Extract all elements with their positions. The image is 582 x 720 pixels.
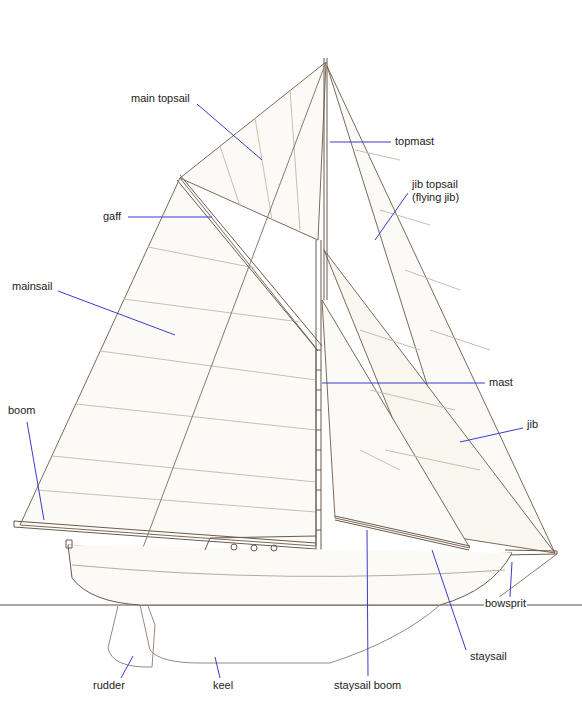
topmast-spar [324, 58, 327, 300]
part-label: rudder [92, 679, 126, 692]
part-label: mast [488, 376, 514, 389]
leader-line [27, 422, 44, 520]
part-label: bowsprit [484, 597, 527, 610]
leader-line [215, 657, 220, 678]
leader-line [375, 193, 408, 240]
topsail-seams [220, 90, 300, 230]
leader-line [128, 217, 212, 218]
part-label: staysail [469, 650, 508, 663]
porthole [271, 545, 277, 551]
cabin-top [205, 536, 316, 550]
keel-shape [140, 605, 440, 663]
part-label: main topsail [130, 92, 191, 105]
part-label: mainsail [11, 280, 53, 293]
part-label: topmast [394, 135, 435, 148]
leader-line [432, 550, 466, 650]
leader-line [58, 291, 175, 335]
leader-line [510, 562, 512, 597]
part-label: gaff [102, 210, 122, 223]
mast-spar [316, 240, 321, 553]
gaff-spar [177, 175, 322, 351]
staysail-shape [322, 300, 470, 548]
porthole [231, 544, 237, 550]
leader-line [197, 104, 262, 160]
part-label: boom [7, 404, 37, 417]
main-topsail-shape [180, 62, 326, 240]
part-label: keel [212, 679, 234, 692]
boom-spar [14, 521, 316, 549]
porthole [251, 545, 257, 551]
part-label: jib [526, 418, 539, 431]
bowsprit-spar [505, 550, 557, 555]
sail-seams [36, 247, 316, 512]
mast-hoops [316, 350, 321, 530]
part-label: staysail boom [333, 679, 402, 692]
hull-topsides [68, 545, 512, 605]
leader-line [121, 656, 133, 678]
leader-line [322, 383, 485, 384]
leader-line [330, 142, 391, 143]
backstay [130, 62, 326, 582]
leader-line [367, 530, 368, 676]
part-label: jib topsail (flying jib) [411, 178, 483, 204]
stern-post [66, 540, 72, 548]
headsail-seams [355, 150, 490, 470]
mainsail-shape [20, 178, 316, 546]
leader-line [460, 428, 523, 442]
staysail-boom-spar [335, 516, 470, 550]
